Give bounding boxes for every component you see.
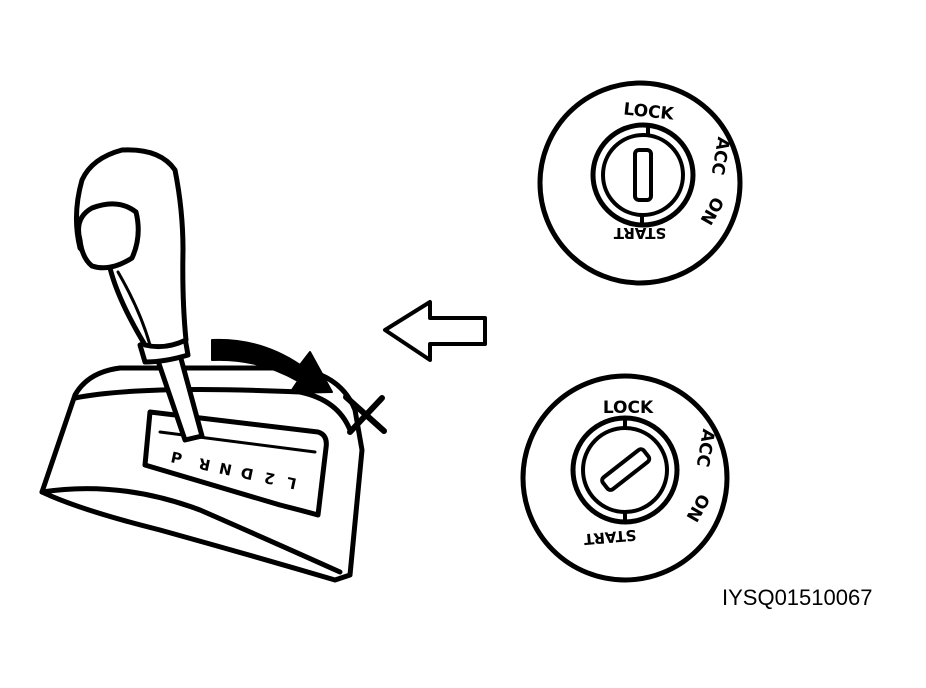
shift-lever-assembly	[39, 147, 365, 583]
knob-highlight	[116, 270, 152, 347]
key-slot	[633, 148, 653, 202]
gate-label: 2	[263, 468, 277, 488]
console-top-edge	[72, 387, 353, 433]
shift-knob-button	[76, 201, 141, 271]
figure-id-label: IYSQ01510067	[722, 585, 873, 610]
gate-label: D	[239, 463, 255, 483]
key-slot	[600, 447, 652, 492]
curved-arrow	[211, 338, 333, 394]
ignition-switch-bottom: LOCK ACC ON START	[520, 373, 730, 583]
x-mark	[343, 394, 387, 435]
gate-labels: P R N D 2 L	[169, 448, 298, 492]
position-lock-label: LOCK	[603, 398, 654, 418]
position-start-label: START	[613, 224, 666, 242]
gate-label: N	[218, 459, 234, 479]
ignition-switch-top: LOCK ACC ON START	[537, 80, 743, 286]
gate-label: R	[197, 454, 212, 474]
console-front-face	[39, 486, 343, 575]
gate-label: P	[169, 448, 184, 468]
position-start-label: START	[582, 526, 637, 549]
left-arrow	[383, 300, 487, 362]
gate-label: L	[285, 473, 299, 493]
